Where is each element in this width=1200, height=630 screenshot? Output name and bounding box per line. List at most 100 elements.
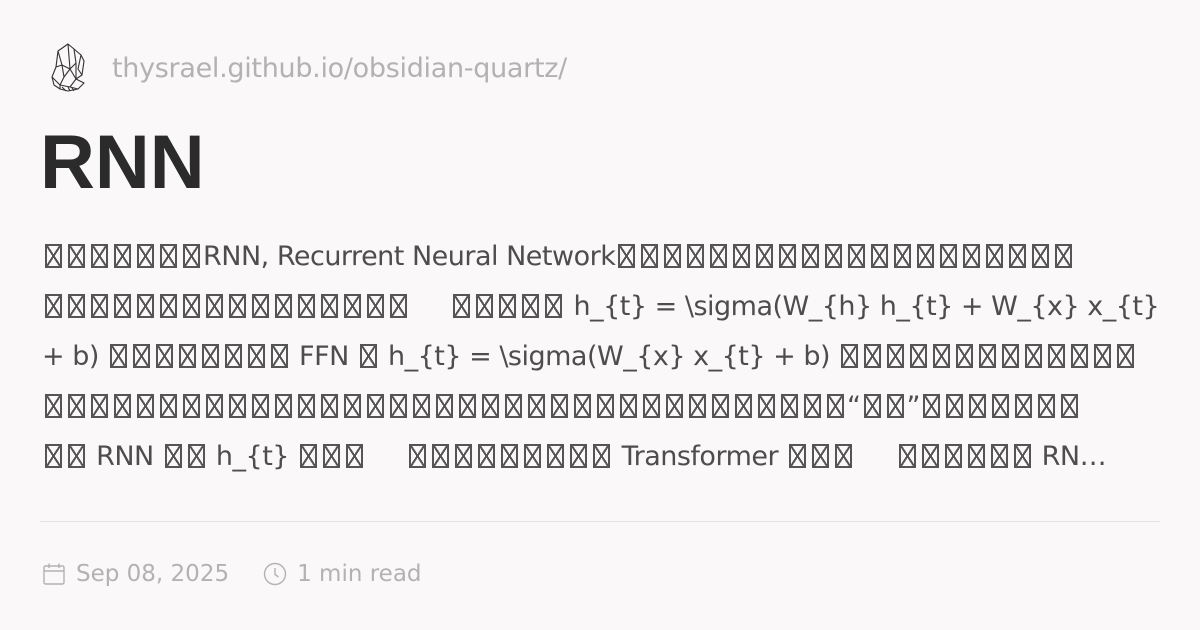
missing-glyph-box	[499, 294, 517, 318]
missing-glyph-box	[91, 394, 108, 418]
page-title: RNN	[40, 120, 205, 205]
missing-glyph-box	[346, 444, 364, 468]
missing-glyph-box	[482, 394, 499, 418]
missing-glyph-box	[779, 244, 797, 268]
missing-glyph-box	[967, 444, 985, 468]
missing-glyph-box	[45, 394, 62, 418]
missing-glyph-box	[187, 444, 205, 468]
missing-glyph-box	[298, 294, 315, 318]
missing-glyph-box	[164, 444, 182, 468]
missing-glyph-box	[45, 444, 62, 468]
missing-glyph-box	[990, 444, 1008, 468]
missing-glyph-box	[453, 294, 471, 318]
missing-glyph-box	[252, 394, 269, 418]
missing-glyph-box	[933, 344, 951, 368]
missing-glyph-box	[547, 444, 565, 468]
quartz-crystal-icon[interactable]	[42, 40, 98, 96]
missing-glyph-box	[390, 394, 407, 418]
missing-glyph-box	[956, 344, 974, 368]
missing-glyph-box	[45, 244, 62, 268]
missing-glyph-box	[114, 394, 131, 418]
missing-glyph-box	[229, 294, 246, 318]
missing-glyph-box	[887, 344, 905, 368]
missing-glyph-box	[321, 294, 338, 318]
missing-glyph-box	[68, 244, 85, 268]
missing-glyph-box	[1038, 394, 1055, 418]
missing-glyph-box	[944, 444, 962, 468]
publish-date: Sep 08, 2025	[42, 561, 229, 587]
missing-glyph-box	[871, 244, 889, 268]
description-line: RNN h_{t} Transformer RN…	[42, 432, 1162, 482]
missing-glyph-box	[206, 294, 223, 318]
missing-glyph-box	[300, 444, 318, 468]
missing-glyph-box	[114, 294, 131, 318]
description-line: h_{t} = \sigma(W_{h} h_{t} + W_{x} x_{t}	[42, 282, 1162, 332]
missing-glyph-box	[206, 394, 223, 418]
missing-glyph-box	[178, 344, 196, 368]
missing-glyph-box	[620, 394, 637, 418]
missing-glyph-box	[413, 394, 430, 418]
missing-glyph-box	[597, 394, 614, 418]
missing-glyph-box	[524, 444, 542, 468]
publish-date-text: Sep 08, 2025	[76, 561, 230, 587]
missing-glyph-box	[137, 394, 154, 418]
missing-glyph-box	[643, 394, 660, 418]
missing-glyph-box	[812, 444, 830, 468]
missing-glyph-box	[864, 344, 882, 368]
missing-glyph-box	[432, 444, 450, 468]
missing-glyph-box	[344, 294, 361, 318]
missing-glyph-box	[367, 294, 384, 318]
missing-glyph-box	[1061, 394, 1078, 418]
missing-glyph-box	[618, 244, 636, 268]
missing-glyph-box	[155, 344, 173, 368]
missing-glyph-box	[545, 294, 563, 318]
missing-glyph-box	[827, 394, 844, 418]
missing-glyph-box	[160, 394, 177, 418]
missing-glyph-box	[224, 344, 242, 368]
missing-glyph-box	[455, 444, 473, 468]
missing-glyph-box	[835, 444, 853, 468]
missing-glyph-box	[183, 394, 200, 418]
missing-glyph-box	[969, 394, 986, 418]
missing-glyph-box	[986, 244, 1004, 268]
missing-glyph-box	[183, 244, 200, 268]
site-url[interactable]: thysrael.github.io/obsidian-quartz/	[112, 52, 567, 84]
missing-glyph-box	[733, 244, 751, 268]
missing-glyph-box	[570, 444, 588, 468]
description-line: + b) FFN h_{t} = \sigma(W_{x} x_{t} + b)	[42, 332, 1162, 382]
missing-glyph-box	[1015, 394, 1032, 418]
missing-glyph-box	[323, 444, 341, 468]
missing-glyph-box	[522, 294, 540, 318]
missing-glyph-box	[804, 394, 821, 418]
missing-glyph-box	[501, 444, 519, 468]
description-line: “”	[42, 382, 1162, 432]
missing-glyph-box	[183, 294, 200, 318]
missing-glyph-box	[756, 244, 774, 268]
missing-glyph-box	[940, 244, 958, 268]
missing-glyph-box	[275, 294, 292, 318]
missing-glyph-box	[921, 444, 939, 468]
missing-glyph-box	[593, 444, 611, 468]
missing-glyph-box	[863, 394, 881, 418]
missing-glyph-box	[344, 394, 361, 418]
missing-glyph-box	[476, 294, 494, 318]
missing-glyph-box	[160, 294, 177, 318]
missing-glyph-box	[735, 394, 752, 418]
page-description: RNN, Recurrent Neural Network h_{t} = \s…	[42, 232, 1162, 482]
missing-glyph-box	[946, 394, 963, 418]
missing-glyph-box	[894, 244, 912, 268]
missing-glyph-box	[848, 244, 866, 268]
missing-glyph-box	[551, 394, 568, 418]
missing-glyph-box	[781, 394, 798, 418]
read-time: 1 min read	[263, 561, 422, 587]
divider	[40, 521, 1160, 522]
missing-glyph-box	[1048, 344, 1066, 368]
missing-glyph-box	[923, 394, 940, 418]
missing-glyph-box	[505, 394, 522, 418]
calendar-icon	[42, 562, 66, 586]
missing-glyph-box	[1094, 344, 1112, 368]
missing-glyph-box	[802, 244, 820, 268]
missing-glyph-box	[979, 344, 997, 368]
missing-glyph-box	[252, 294, 269, 318]
missing-glyph-box	[1013, 444, 1031, 468]
